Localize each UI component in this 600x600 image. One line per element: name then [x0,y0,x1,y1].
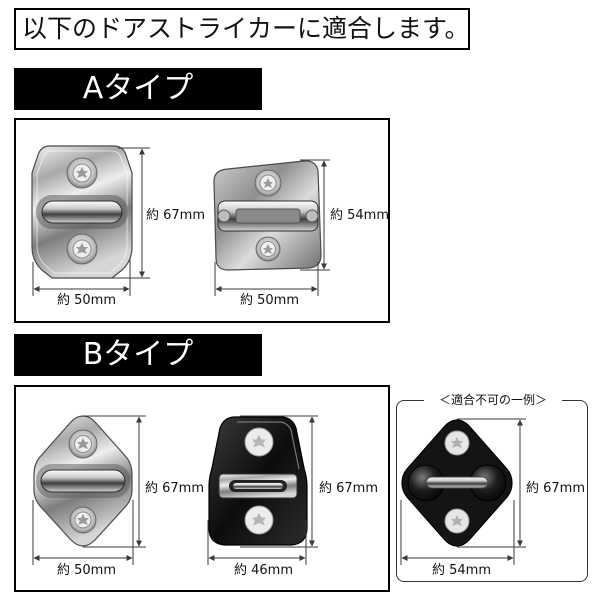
type-a-label: Aタイプ [82,71,194,106]
striker-loop-bar [425,476,489,489]
incompatible-width-label: 約 54mm [432,563,492,578]
a2-width-label: 約 50mm [240,293,300,308]
a1-height-label: 約 67mm [146,208,206,223]
b2-width-label: 約 46mm [234,563,294,578]
type-a-banner: Aタイプ [14,68,262,110]
b2-height-label: 約 67mm [319,481,379,496]
a1-width-label: 約 50mm [57,293,117,308]
striker-b2-image [208,416,308,546]
incompatible-striker-image [401,419,513,547]
b1-width-label: 約 50mm [57,563,117,578]
striker-a2-image [213,160,322,271]
type-b-label: Bタイプ [82,337,194,372]
b1-height-label: 約 67mm [145,481,205,496]
striker-loop-bar [41,200,123,224]
type-b-banner: Bタイプ [14,334,262,376]
incompatible-caption: ＜適合不可の一例＞ [424,392,562,408]
striker-b1-image [33,415,133,547]
compatibility-heading: 以下のドアストライカーに適合します。 [14,8,470,50]
striker-a1-image [31,145,133,279]
a2-height-label: 約 54mm [330,208,390,223]
incompatible-height-label: 約 67mm [526,481,586,496]
striker-loop-bar [40,469,126,493]
